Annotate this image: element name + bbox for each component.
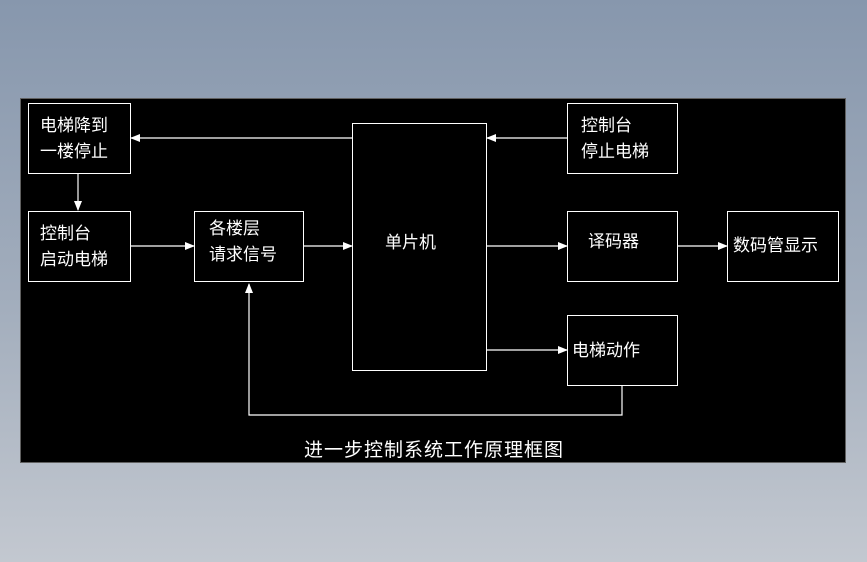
block-display-label: 数码管显示 bbox=[733, 236, 818, 256]
block-floor-request-label: 各楼层 请求信号 bbox=[209, 219, 277, 265]
block-elevator-action: 电梯动作 bbox=[567, 315, 678, 386]
block-elevator-action-label: 电梯动作 bbox=[572, 341, 640, 361]
block-stop-floor1-label: 电梯降到 一楼停止 bbox=[40, 116, 108, 162]
block-display: 数码管显示 bbox=[727, 211, 839, 282]
block-mcu: 单片机 bbox=[352, 123, 487, 371]
block-console-stop: 控制台 停止电梯 bbox=[567, 103, 678, 174]
block-console-stop-label: 控制台 停止电梯 bbox=[581, 116, 649, 162]
block-console-start: 控制台 启动电梯 bbox=[28, 211, 131, 282]
block-decoder: 译码器 bbox=[567, 211, 678, 282]
diagram-caption: 进一步控制系统工作原理框图 bbox=[303, 439, 564, 461]
block-floor-request: 各楼层 请求信号 bbox=[194, 211, 304, 282]
block-console-start-label: 控制台 启动电梯 bbox=[40, 224, 108, 270]
diagram-canvas: 电梯降到 一楼停止 控制台 停止电梯 控制台 启动电梯 各楼层 请求信号 单片机… bbox=[20, 98, 846, 463]
arrow-feedback-to-floor-request bbox=[245, 283, 623, 416]
block-stop-floor1: 电梯降到 一楼停止 bbox=[28, 103, 131, 174]
block-mcu-label: 单片机 bbox=[385, 233, 436, 253]
connector-lines bbox=[74, 134, 728, 416]
block-decoder-label: 译码器 bbox=[588, 232, 639, 252]
